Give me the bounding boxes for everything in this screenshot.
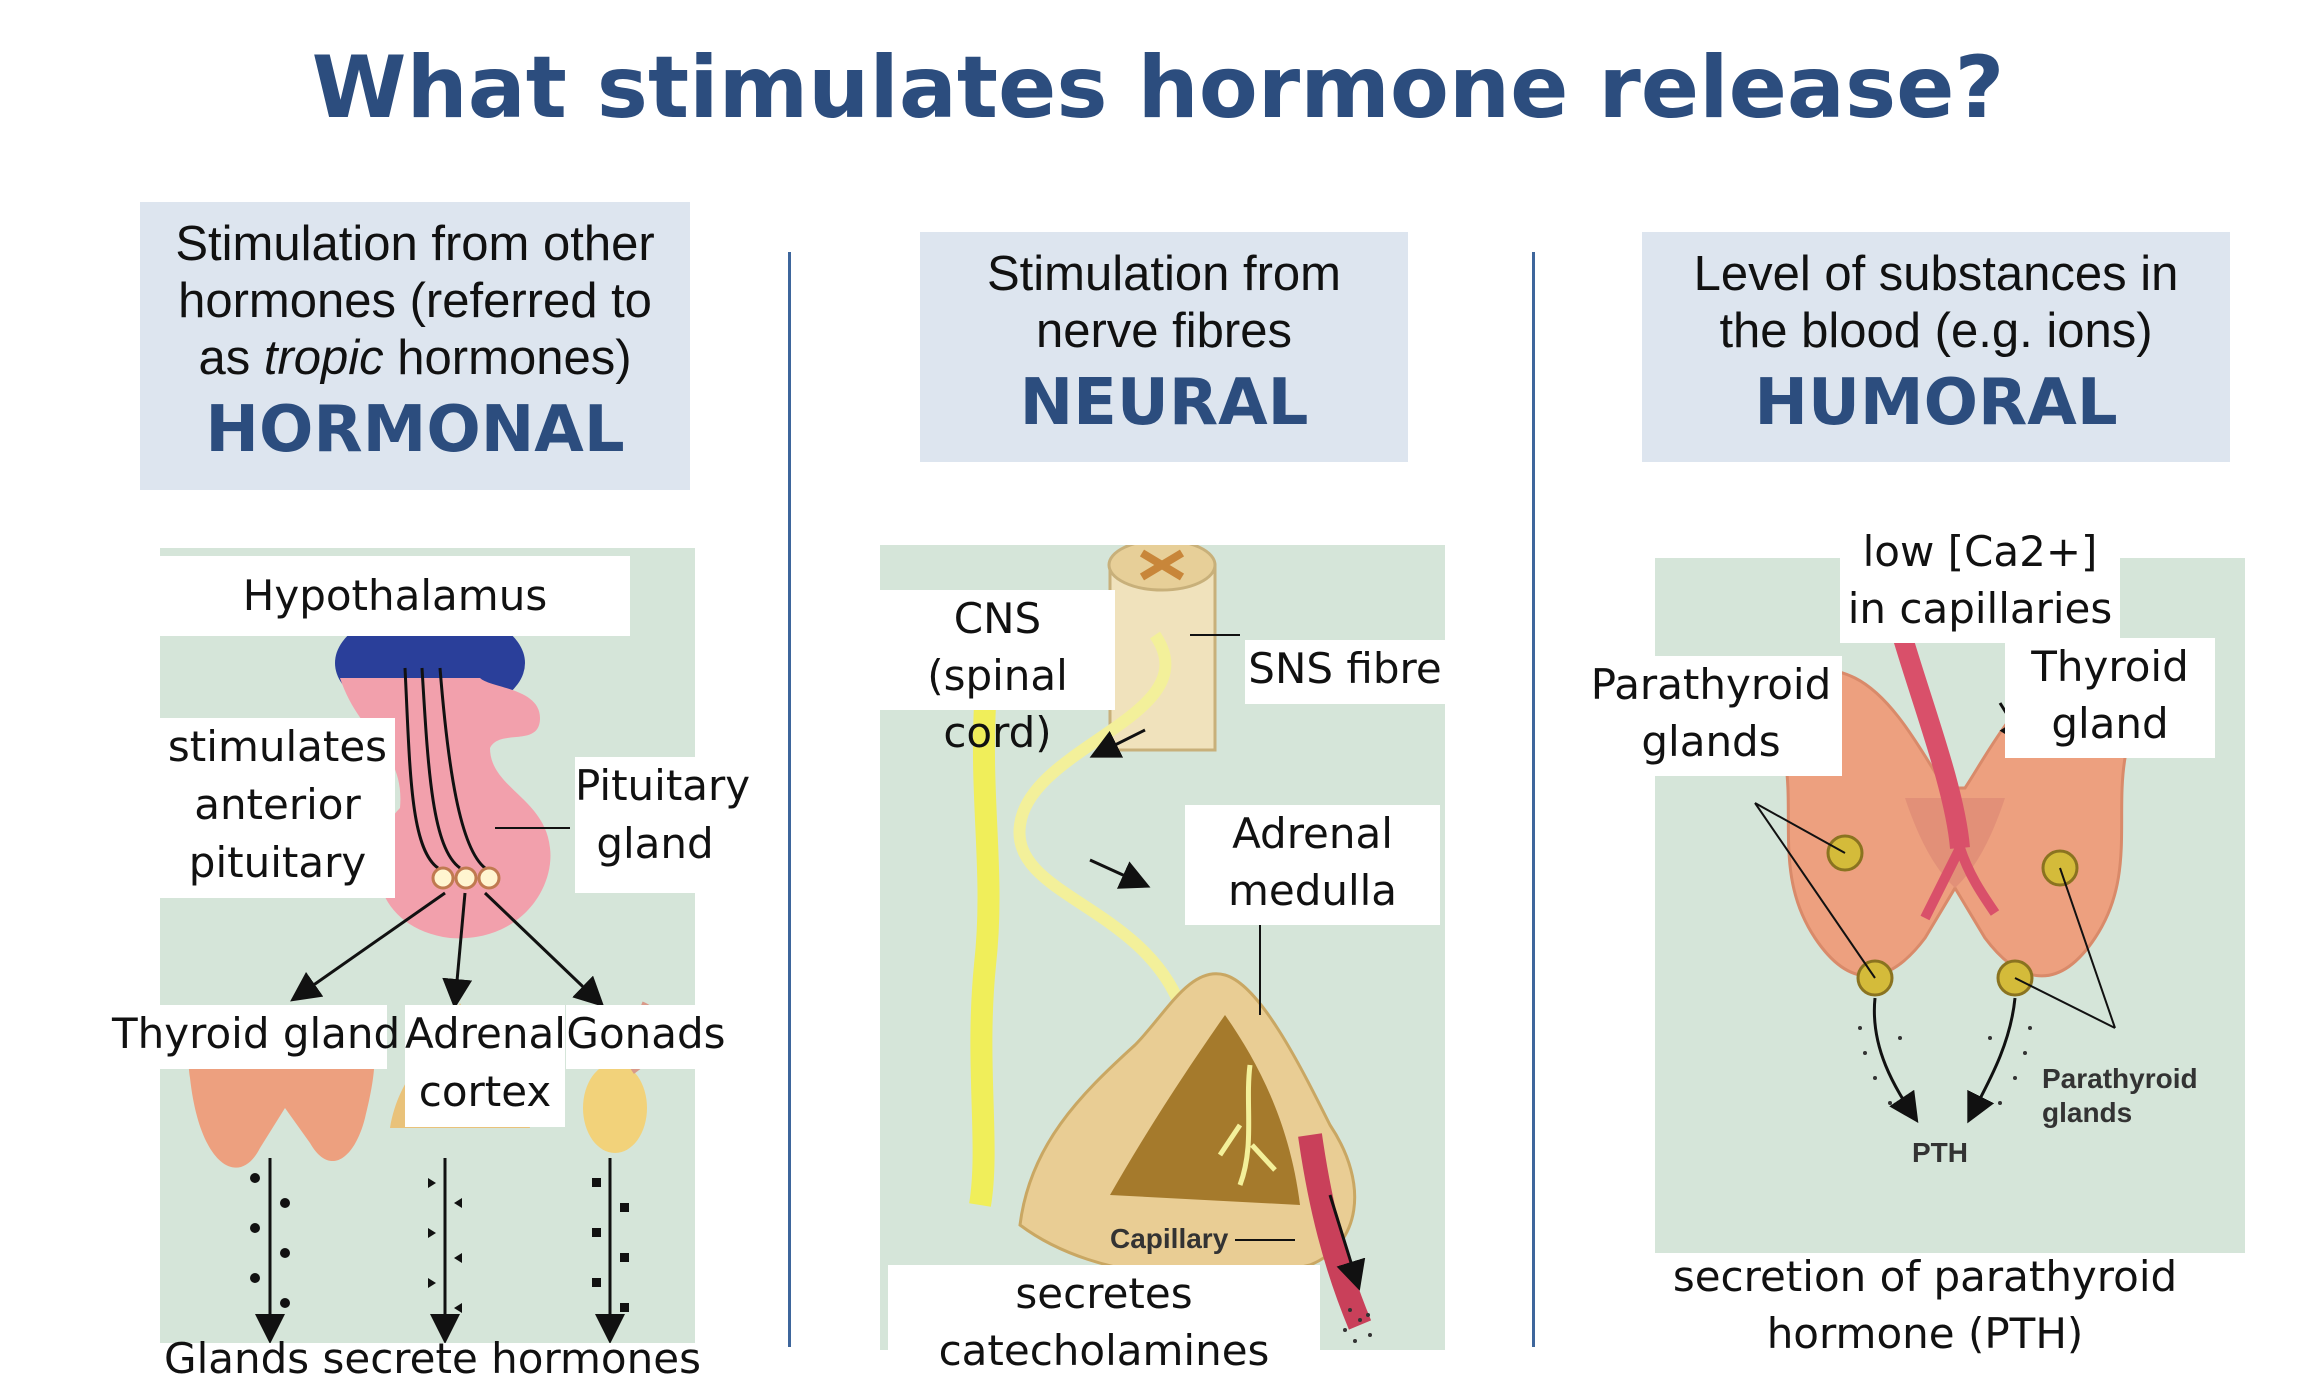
hormonal-desc-text: Stimulation from other hormones (referre… [175, 217, 655, 385]
neural-description: Stimulation from nerve fibres [986, 247, 1341, 358]
label-gonads: Gonads [566, 1005, 726, 1069]
humoral-caption-text: secretion of parathyroid hormone (PTH) [1672, 1252, 2178, 1358]
label-thyroid-gland-humoral: Thyroid gland [2005, 638, 2215, 758]
neural-caption: secretes catecholamines [888, 1265, 1320, 1385]
neural-type-label: NEURAL [1019, 366, 1309, 440]
hormonal-type-label: HORMONAL [205, 393, 625, 467]
gonad-shape [583, 1063, 647, 1153]
adrenal-medulla-shape [1110, 1015, 1300, 1205]
page-title: What stimulates hormone release? [311, 38, 2005, 138]
humoral-caption: secretion of parathyroid hormone (PTH) [1660, 1248, 2190, 1368]
label-stimulates-text: stimulates anterior pituitary [167, 722, 388, 887]
hormonal-desc-italic: tropic [263, 331, 384, 385]
capillary-shape [1298, 1133, 1372, 1330]
hormonal-header-box: Stimulation from other hormones (referre… [140, 202, 690, 490]
label-low-ca: low [Ca2+] in capillaries [1840, 523, 2120, 643]
label-parathyroid-text: Parathyroid glands [1590, 660, 1832, 766]
label-thyroid-gland: Thyroid gland [112, 1005, 400, 1069]
label-adrenal-medulla-text: Adrenal medulla [1227, 809, 1398, 915]
label-capillary: Capillary [1110, 1223, 1229, 1254]
hormonal-description: Stimulation from other hormones (referre… [160, 216, 670, 387]
label-low-ca-text: low [Ca2+] in capillaries [1847, 527, 2113, 633]
label-sns-fibre: SNS fibre [1245, 640, 1445, 704]
hormonal-caption: Glands secrete hormones [164, 1334, 701, 1383]
label-pituitary-text: Pituitary gland [575, 761, 751, 868]
label-adrenal-cortex-text: Adrenal cortex [405, 1009, 566, 1116]
label-stimulates-anterior-pituitary: stimulates anterior pituitary [160, 718, 395, 898]
ca-capillary [1890, 625, 1970, 849]
label-hypothalamus: Hypothalamus [160, 556, 630, 636]
label-cns: CNS (spinal cord) [880, 590, 1115, 757]
humoral-description: Level of substances in the blood (e.g. i… [1693, 247, 2179, 358]
column-divider [788, 252, 791, 1347]
label-cns-text: CNS (spinal cord) [927, 594, 1068, 757]
label-pth: PTH [1912, 1137, 1968, 1168]
hormonal-diagram [160, 548, 695, 1343]
cns-nerve [969, 704, 1000, 1207]
humoral-type-label: HUMORAL [1754, 366, 2118, 440]
label-adrenal-medulla: Adrenal medulla [1185, 805, 1440, 925]
neural-header-box: Stimulation from nerve fibres NEURAL [920, 232, 1408, 462]
label-adrenal-cortex: Adrenal cortex [405, 1005, 566, 1127]
label-parathyroid-small-text: Parathyroid glands [2042, 1063, 2198, 1128]
hormonal-desc-text-end: hormones) [383, 331, 632, 385]
label-parathyroid-glands-small: Parathyroid glands [2042, 1062, 2198, 1130]
humoral-header-box: Level of substances in the blood (e.g. i… [1642, 232, 2230, 462]
neural-caption-text: secretes catecholamines [938, 1269, 1270, 1375]
label-thyroid-humoral-text: Thyroid gland [2031, 642, 2189, 748]
label-parathyroid-glands: Parathyroid glands [1580, 656, 1842, 776]
column-divider [1532, 252, 1535, 1347]
label-pituitary-gland: Pituitary gland [575, 757, 750, 893]
